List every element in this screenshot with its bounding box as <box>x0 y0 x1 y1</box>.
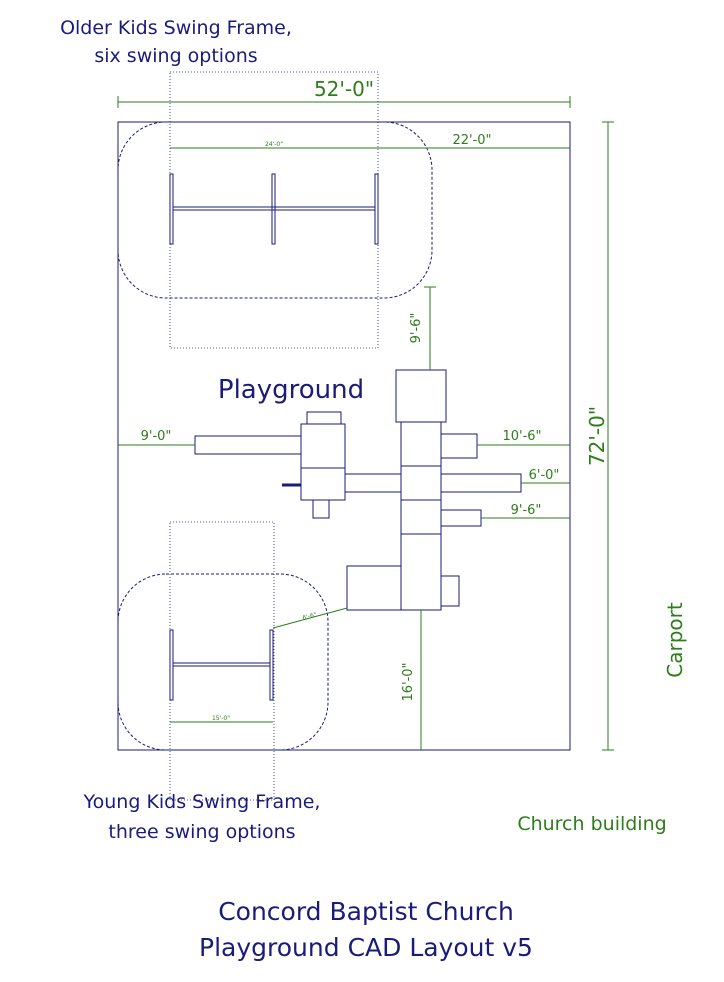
older-swing-safety-zone <box>117 121 433 299</box>
dim-total-width: 52'-0" <box>314 77 374 101</box>
label-carport: Carport <box>663 602 687 678</box>
dim-vertical-gap: 9'-6" <box>409 313 424 344</box>
dim-right-1: 10'-6" <box>502 429 541 444</box>
dimension-lines <box>117 96 614 751</box>
title-line2: Playground CAD Layout v5 <box>199 933 533 962</box>
dim-left-offset: 9'-0" <box>141 429 172 444</box>
older-swing-frame <box>169 173 379 245</box>
label-church-building: Church building <box>517 813 666 835</box>
dim-diagonal: 6'-6" <box>302 611 318 622</box>
dim-bottom-offset: 16'-0" <box>401 662 416 701</box>
young-swing-footprint <box>169 521 275 801</box>
dim-young-frame-width: 15'-0" <box>212 715 230 722</box>
dim-older-frame-width: 24'-0" <box>265 141 283 148</box>
label-older-line2: six swing options <box>94 45 257 67</box>
dim-right-2: 6'-0" <box>529 468 560 483</box>
young-swing-frame <box>169 629 274 701</box>
dim-total-height: 72'-0" <box>585 406 609 466</box>
young-swing-safety-zone <box>117 573 329 751</box>
dim-right-3: 9'-6" <box>511 503 542 518</box>
label-playground: Playground <box>218 375 364 405</box>
label-young-line1: Young Kids Swing Frame, <box>83 791 321 813</box>
label-young-line2: three swing options <box>108 821 295 843</box>
title-line1: Concord Baptist Church <box>218 897 514 926</box>
playground-structure <box>194 369 522 611</box>
label-older-line1: Older Kids Swing Frame, <box>60 17 292 39</box>
dim-top-right: 22'-0" <box>452 133 491 148</box>
